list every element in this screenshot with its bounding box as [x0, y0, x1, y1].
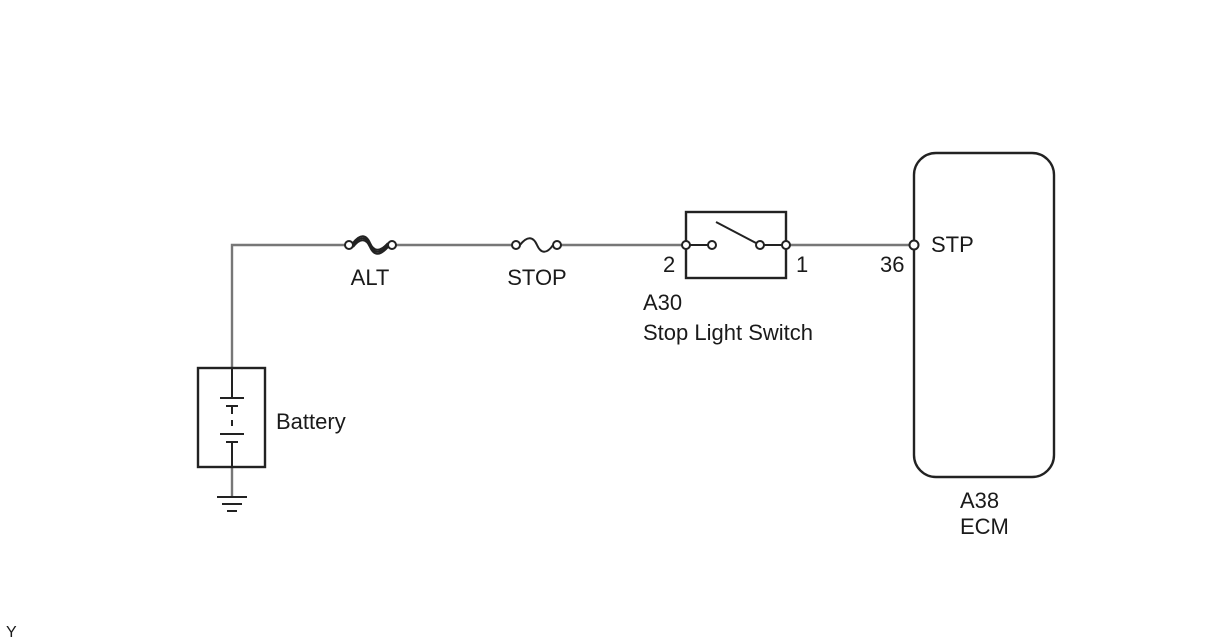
alt-fuse-label: ALT	[351, 265, 390, 290]
switch-pin-1-label: 1	[796, 252, 808, 277]
stop-light-switch-symbol	[681, 210, 791, 280]
stop-fuse-label: STOP	[507, 265, 567, 290]
ecm-connector-label: A38	[960, 488, 999, 513]
switch-connector-label: A30	[643, 290, 682, 315]
switch-name-label: Stop Light Switch	[643, 320, 813, 345]
footer-mark: Y	[6, 624, 17, 641]
ecm-name-label: ECM	[960, 514, 1009, 539]
battery-label: Battery	[276, 409, 346, 434]
ground-icon	[217, 496, 247, 512]
main-wire	[230, 243, 914, 497]
switch-pin-2-label: 2	[663, 252, 675, 277]
alt-fuse-symbol	[344, 235, 397, 255]
ecm-signal-label: STP	[931, 232, 974, 257]
ecm-box	[908, 151, 1056, 479]
battery-symbol	[196, 366, 267, 469]
ecm-pin-label: 36	[880, 252, 904, 277]
stop-fuse-symbol	[511, 237, 562, 253]
